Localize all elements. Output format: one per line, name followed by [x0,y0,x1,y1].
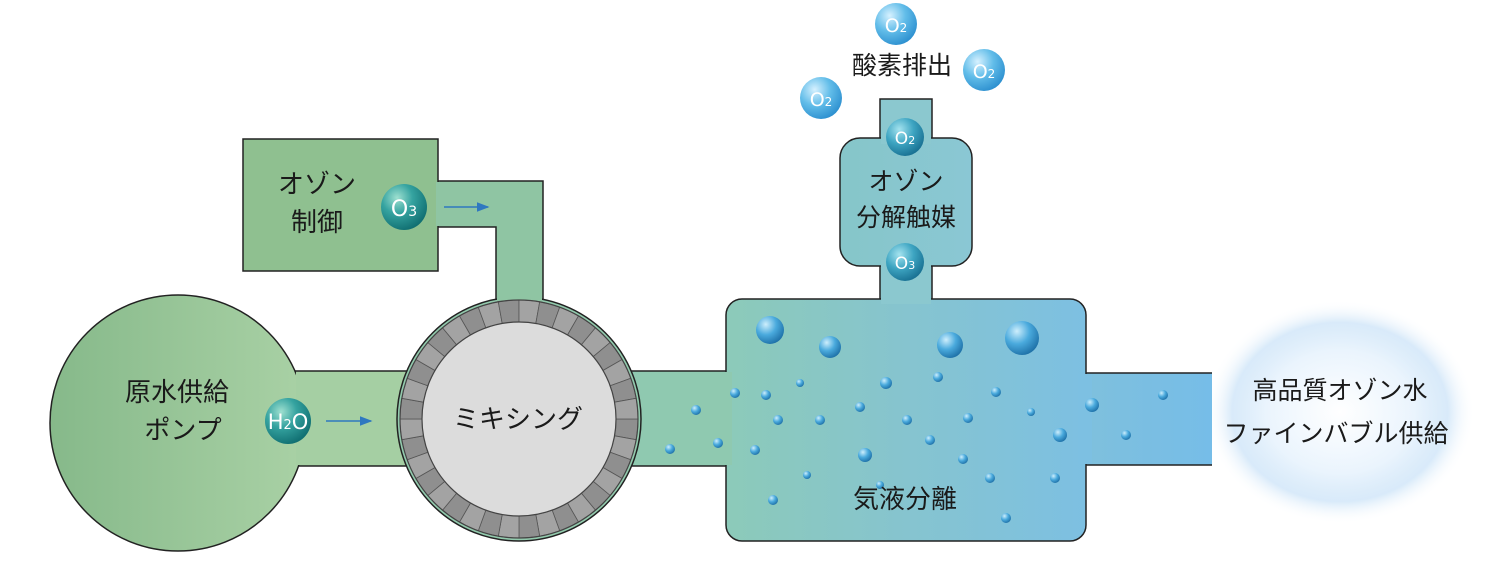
bubble [1053,428,1067,442]
ring-outline [399,299,639,539]
ozone-molecule-icon: O3 [886,243,924,281]
separator-outlet-cover [1078,374,1092,464]
bubble [768,495,778,505]
pump-label-line1: 原水供給 [125,378,229,408]
water-molecule-icon: H2O [265,398,311,444]
catalyst-label-line2: 分解触媒 [856,203,956,232]
svg-text:O2: O2 [973,61,996,83]
bubble [1121,430,1131,440]
bubble [963,413,973,423]
ozone-control-joint-cover [436,182,442,226]
oxygen-molecule-icon: O2 [875,3,917,45]
bubble [880,377,892,389]
bubble [1001,513,1011,523]
oxygen-molecule-icon: O2 [886,118,924,156]
bubble [761,390,771,400]
mixing-ring-segments [399,299,639,539]
bubble [756,316,784,344]
output-label-line1: 高品質オゾン水 [1252,376,1427,405]
bubble [933,372,943,382]
bubble [750,445,760,455]
svg-text:O2: O2 [895,129,915,149]
svg-text:O3: O3 [895,254,915,274]
svg-text:O3: O3 [391,197,417,222]
gas-liquid-separation-label: 気液分離 [853,485,957,515]
bubble [855,402,865,412]
bubble [796,379,804,387]
bubble [713,438,723,448]
bubble [819,336,841,358]
oxygen-exhaust-label: 酸素排出 [852,51,952,80]
bubble [991,387,1001,397]
bubble [1158,390,1168,400]
catalyst-label-line1: オゾン [868,167,943,196]
bubble [1005,321,1039,355]
bubble [985,473,995,483]
ozone-control-label-line2: 制御 [291,208,343,238]
output-label-line2: ファインバブル供給 [1223,419,1448,448]
ozone-control-label-line1: オゾン [278,170,356,200]
bubble [858,448,872,462]
bubble [665,444,675,454]
bubble [902,415,912,425]
mixing-label: ミキシング [453,405,583,435]
mixer-outlet-pipe [630,371,735,466]
bubble [1085,398,1099,412]
oxygen-molecule-icon: O2 [800,77,842,119]
ozone-feed-pipe [437,180,544,305]
pump-label-line2: ポンプ [144,416,221,446]
svg-text:O2: O2 [810,89,833,111]
bubble [730,388,740,398]
svg-text:O2: O2 [885,15,908,37]
ring-segment [518,514,541,539]
bubbles [665,316,1168,523]
bubble [815,415,825,425]
exhaust-pipe-joint-cover [881,292,931,304]
bubble [1050,473,1060,483]
bubble [876,481,884,489]
svg-text:H2O: H2O [268,410,309,434]
ozone-molecule-icon: O3 [381,184,427,230]
bubble [691,405,701,415]
ring-segment [614,397,639,420]
bubble [803,471,811,479]
output-glow [1205,300,1475,524]
mixing-core [421,321,617,517]
oxygen-molecule-icon: O2 [963,49,1005,91]
ring-segment [497,299,520,324]
output-pipe [1078,373,1212,465]
bubble [958,454,968,464]
ring-segment [399,418,424,441]
separator-inlet-cover [720,372,732,465]
bubble [1027,408,1035,416]
bubble [925,435,935,445]
bubble [937,332,963,358]
bubble [773,415,783,425]
